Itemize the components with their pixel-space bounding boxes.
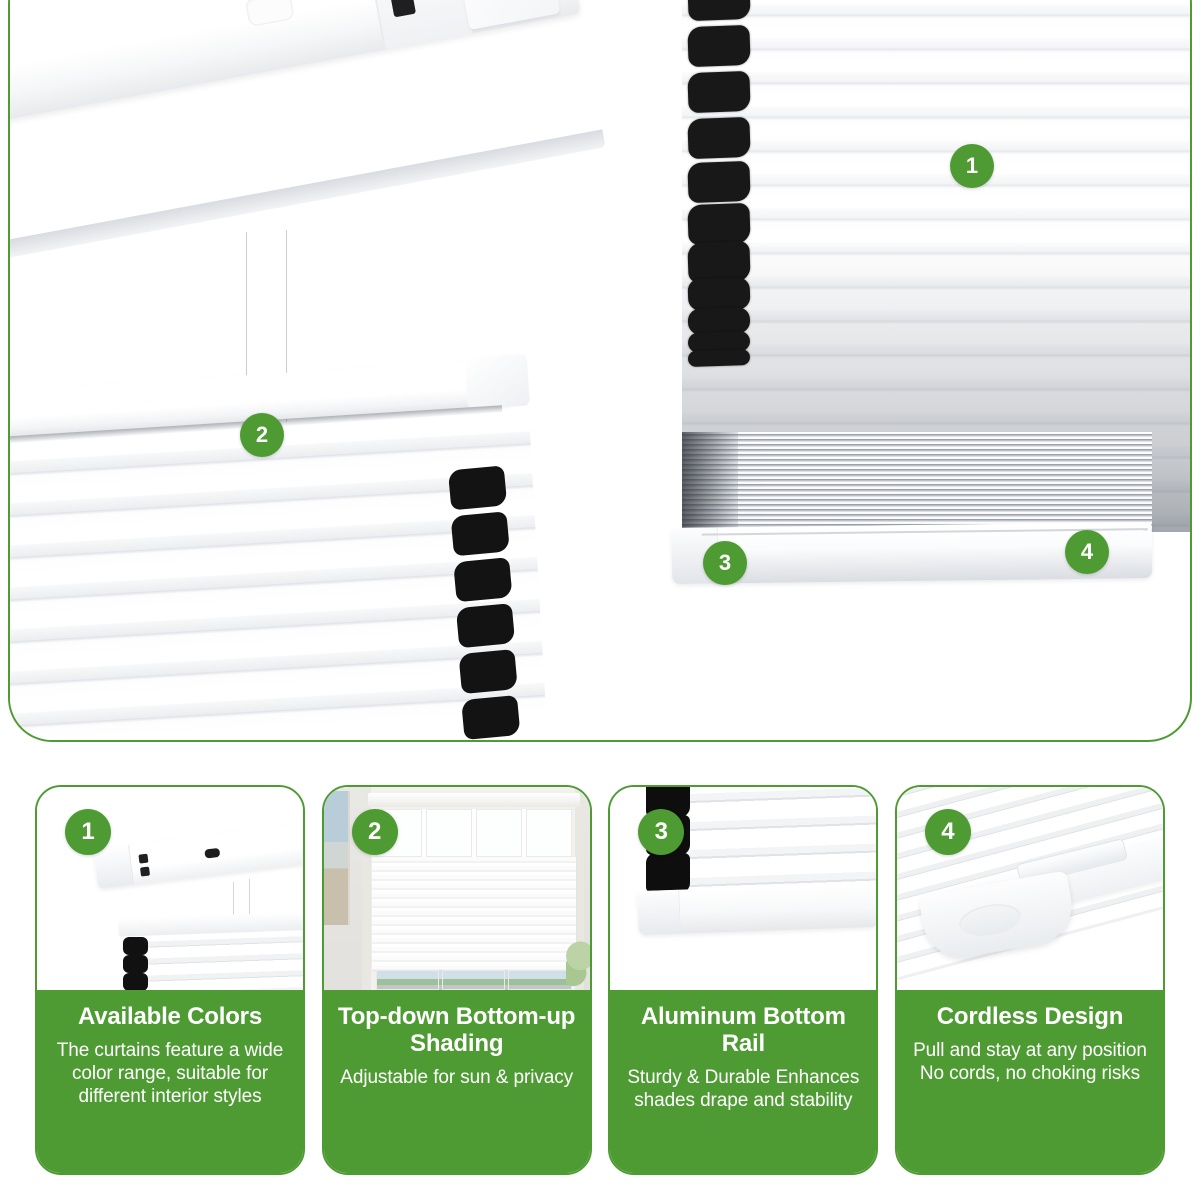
hero-callout-badge-4[interactable]: 4 xyxy=(1065,530,1109,574)
card-2-badge[interactable]: 2 xyxy=(351,809,398,855)
card-4-title: Cordless Design xyxy=(936,1003,1124,1030)
card-2-lower-glass xyxy=(375,970,572,990)
lift-cord-left xyxy=(246,232,248,422)
card-1-headrail-image xyxy=(93,821,303,889)
card-1-slot-upper xyxy=(138,853,149,864)
card-3-media: 3 xyxy=(610,787,877,990)
card-4-text-block: Cordless Design Pull and stay at any pos… xyxy=(896,990,1163,1173)
card-1-badge[interactable]: 1 xyxy=(65,809,111,855)
card-3-title: Aluminum Bottom Rail xyxy=(640,1003,846,1057)
card-4-description: Pull and stay at any position No cords, … xyxy=(913,1039,1147,1085)
lower-pleat-edge-column xyxy=(440,457,547,740)
card-3-badge[interactable]: 3 xyxy=(638,809,685,855)
feature-card-top-down-bottom-up[interactable]: 2 Top-down Bottom-up Shading Adjustable … xyxy=(321,785,592,1175)
hero-callout-number: 1 xyxy=(965,153,979,178)
card-2-title: Top-down Bottom-up Shading xyxy=(338,1003,576,1057)
card-1-media: 1 xyxy=(37,787,303,990)
card-1-title: Available Colors xyxy=(78,1003,262,1030)
card-1-text-block: Available Colors The curtains feature a … xyxy=(37,990,303,1173)
card-1-description: The curtains feature a wide color range,… xyxy=(56,1039,284,1108)
lift-cord-right xyxy=(286,230,288,422)
hero-callout-number: 2 xyxy=(255,422,269,447)
card-1-badge-number: 1 xyxy=(81,818,95,845)
card-3-badge-number: 3 xyxy=(654,818,668,845)
card-2-badge-number: 2 xyxy=(367,818,382,845)
card-2-wall-picture xyxy=(323,791,350,925)
feature-card-available-colors[interactable]: 1 Available Colors The curtains feature … xyxy=(35,785,305,1175)
card-1-slot-lower xyxy=(140,866,151,877)
headrail-body xyxy=(10,0,581,131)
card-1-cord-right xyxy=(249,879,251,921)
headrail-assembly-image xyxy=(10,0,682,264)
feature-card-list: 1 Available Colors The curtains feature … xyxy=(35,785,1165,1175)
card-1-cord-left xyxy=(233,882,235,920)
feature-card-aluminum-bottom-rail[interactable]: 3 Aluminum Bottom Rail Sturdy & Durable … xyxy=(608,785,879,1175)
hero-callout-number: 4 xyxy=(1080,539,1094,564)
card-2-description: Adjustable for sun & privacy xyxy=(340,1066,574,1088)
card-2-houseplant xyxy=(565,933,590,990)
hero-product-image xyxy=(10,0,1190,740)
card-2-upper-glass xyxy=(375,809,572,857)
hero-callout-badge-2[interactable]: 2 xyxy=(240,413,284,457)
card-2-window-valance xyxy=(367,793,580,807)
headrail-bracket xyxy=(362,0,475,50)
card-3-text-block: Aluminum Bottom Rail Sturdy & Durable En… xyxy=(610,990,877,1173)
hero-product-panel: 1 2 3 4 xyxy=(8,0,1192,742)
card-4-badge[interactable]: 4 xyxy=(924,809,971,855)
headrail-front-face xyxy=(10,129,606,264)
card-4-badge-number: 4 xyxy=(941,818,955,845)
hero-callout-badge-1[interactable]: 1 xyxy=(950,144,994,188)
card-3-bottom-rail-image xyxy=(637,882,877,936)
card-4-media: 4 xyxy=(896,787,1163,990)
card-1-headrail-button xyxy=(204,847,221,859)
middle-rail-endcap xyxy=(464,353,530,410)
card-2-cellular-shade xyxy=(371,857,576,970)
feature-card-cordless-design[interactable]: 4 Cordless Design Pull and stay at any p… xyxy=(894,785,1165,1175)
card-3-description: Sturdy & Durable Enhances shades drape a… xyxy=(627,1066,860,1111)
card-2-media: 2 xyxy=(323,787,590,990)
hero-callout-badge-3[interactable]: 3 xyxy=(703,541,747,585)
hero-callout-number: 3 xyxy=(718,550,732,575)
card-1-fabric-image xyxy=(121,929,303,990)
card-3-rail-endcap xyxy=(637,889,682,936)
card-2-text-block: Top-down Bottom-up Shading Adjustable fo… xyxy=(323,990,590,1173)
headrail-button xyxy=(244,0,295,27)
shade-compressed-band xyxy=(682,432,1152,532)
